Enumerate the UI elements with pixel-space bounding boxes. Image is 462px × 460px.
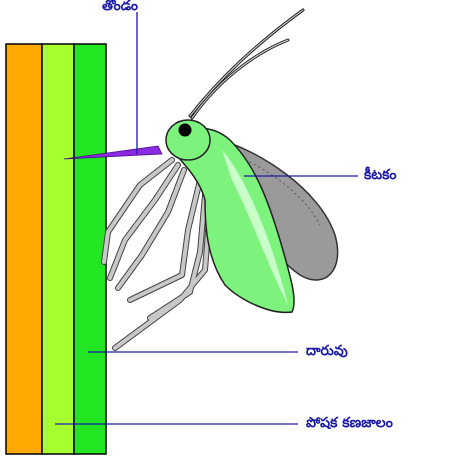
label-phloem: పోషక కణజాలం [306,416,393,430]
insect-antennae [190,10,303,118]
stem-layers [6,44,106,454]
label-proboscis: తొండం [102,0,138,13]
insect-legs [104,160,210,348]
stem-layer-xylem [74,44,106,454]
label-insect: కీటకం [364,168,397,182]
label-xylem: దారువు [306,344,348,358]
insect-eye [179,124,192,137]
stem-layer-phloem [42,44,74,454]
stem-layer-outer [6,44,42,454]
